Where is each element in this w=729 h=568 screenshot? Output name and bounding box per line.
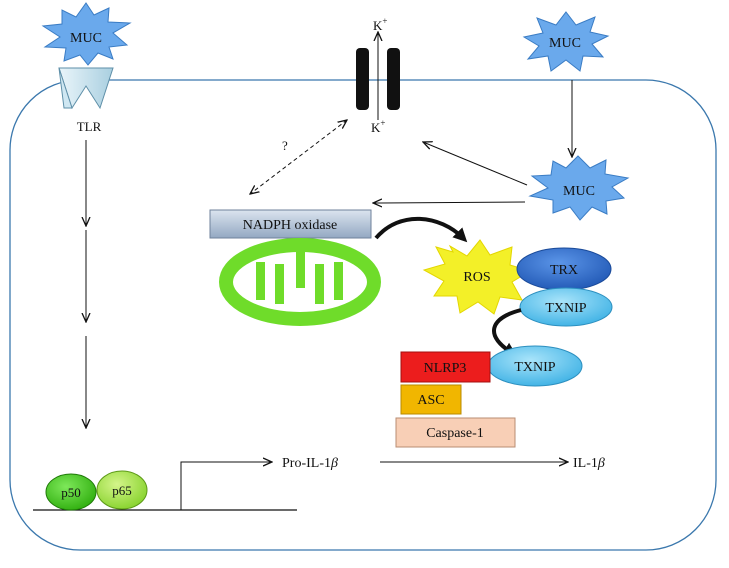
muc-burst-top-left: MUC xyxy=(41,2,132,66)
nadph-oxidase-box: NADPH oxidase xyxy=(209,209,372,239)
muc-shape xyxy=(41,2,132,66)
ros-label: ROS xyxy=(463,270,490,285)
ros-shape xyxy=(422,239,532,315)
il1b-label: IL-1β xyxy=(573,456,605,471)
tlr-label: TLR xyxy=(77,119,102,134)
tlr-receptor xyxy=(58,67,114,110)
k-ion-top-label: K+ xyxy=(373,16,387,33)
nlrp3-box: NLRP3 xyxy=(400,351,491,383)
potassium-channel xyxy=(356,32,400,120)
p50-label: p50 xyxy=(61,485,81,500)
nadph-oxidase-label: NADPH oxidase xyxy=(243,218,338,233)
muc-burst-top-right: MUC xyxy=(522,11,610,72)
p65-protein: p65 xyxy=(96,470,148,510)
ros-burst: ROS xyxy=(422,239,532,315)
transcription-start-arrow xyxy=(180,462,272,510)
question-mark-label: ? xyxy=(282,138,288,153)
txnip-lower-ellipse: TXNIP xyxy=(487,345,583,387)
txnip-upper-label: TXNIP xyxy=(545,301,586,316)
nlrp3-label: NLRP3 xyxy=(424,361,467,376)
muc-burst-cytoplasm: MUC xyxy=(528,155,630,221)
muc-shape xyxy=(528,155,630,221)
caspase1-label: Caspase-1 xyxy=(426,426,484,441)
muc-shape xyxy=(522,11,610,72)
txnip-upper-ellipse: TXNIP xyxy=(519,287,613,327)
muc-to-nadph-arrow xyxy=(373,202,526,203)
muc-to-channel-arrow xyxy=(423,142,528,186)
mitochondrion xyxy=(219,238,381,326)
txnip-lower-label: TXNIP xyxy=(514,360,555,375)
trx-label: TRX xyxy=(550,263,578,278)
channel-nadph-dashed-arrow xyxy=(250,120,347,194)
muc-label-top-left: MUC xyxy=(70,31,102,46)
txnip-dissociation-arrow xyxy=(492,308,522,357)
muc-label-top-right: MUC xyxy=(549,36,581,51)
nadph-to-ros-arrow xyxy=(374,216,468,243)
pro-il1b-label: Pro-IL-1β xyxy=(282,456,338,471)
p65-label: p65 xyxy=(112,483,132,498)
k-ion-bottom-label: K+ xyxy=(371,118,385,135)
asc-box: ASC xyxy=(400,384,462,415)
p50-protein: p50 xyxy=(45,473,97,511)
muc-label-cytoplasm: MUC xyxy=(563,184,595,199)
caspase1-box: Caspase-1 xyxy=(395,417,516,448)
asc-label: ASC xyxy=(417,393,444,408)
trx-ellipse: TRX xyxy=(516,247,612,291)
